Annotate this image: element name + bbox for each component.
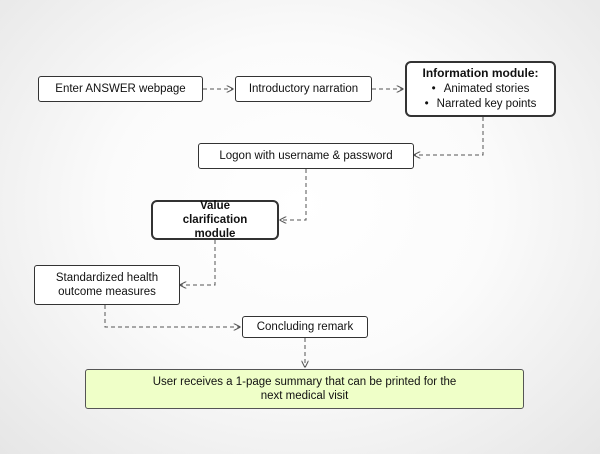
node-concluding-remark: Concluding remark xyxy=(242,316,368,338)
arrow-logon-to-value xyxy=(280,169,307,220)
node-introductory-narration: Introductory narration xyxy=(235,76,372,102)
arrow-value-to-health xyxy=(180,240,216,285)
node-information-module: Information module: Animated stories Nar… xyxy=(405,61,556,117)
information-module-list: Animated stories Narrated key points xyxy=(425,82,537,112)
information-module-item: Animated stories xyxy=(425,82,537,97)
node-value-clarification: Value clarification module xyxy=(151,200,279,240)
node-logon: Logon with username & password xyxy=(198,143,414,169)
node-enter-webpage: Enter ANSWER webpage xyxy=(38,76,203,102)
node-health-outcomes: Standardized health outcome measures xyxy=(34,265,180,305)
information-module-item: Narrated key points xyxy=(425,97,537,112)
arrow-health-to-concluding xyxy=(104,305,240,327)
node-summary: User receives a 1-page summary that can … xyxy=(85,369,524,409)
arrow-info-to-logon xyxy=(414,117,484,155)
information-module-title: Information module: xyxy=(422,66,539,80)
